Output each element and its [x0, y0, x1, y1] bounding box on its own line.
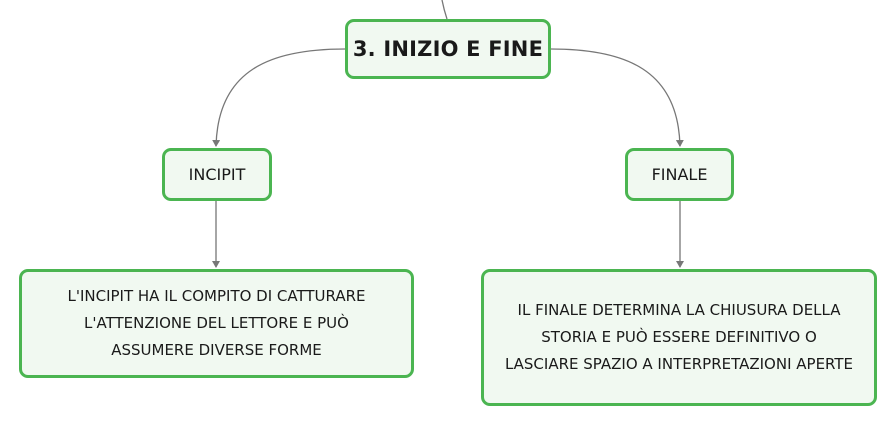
finale-node-label: FINALE — [651, 165, 708, 184]
root-node[interactable]: 3. INIZIO E FINE — [345, 19, 551, 79]
finale-description-text: IL FINALE DETERMINA LA CHIUSURA DELLA ST… — [504, 301, 854, 373]
incipit-description-node[interactable]: L'INCIPIT HA IL COMPITO DI CATTURARE L'A… — [19, 269, 414, 378]
connector-root-to-incipit — [212, 48, 346, 147]
incipit-node-label: INCIPIT — [188, 165, 246, 184]
incipit-description-text: L'INCIPIT HA IL COMPITO DI CATTURARE L'A… — [67, 287, 366, 359]
incipit-node[interactable]: INCIPIT — [162, 148, 272, 201]
root-node-label: 3. INIZIO E FINE — [352, 37, 544, 61]
connector-parent-to-root — [441, 0, 448, 20]
finale-description-node[interactable]: IL FINALE DETERMINA LA CHIUSURA DELLA ST… — [481, 269, 877, 406]
finale-node[interactable]: FINALE — [625, 148, 734, 201]
connector-root-to-finale — [550, 48, 684, 147]
